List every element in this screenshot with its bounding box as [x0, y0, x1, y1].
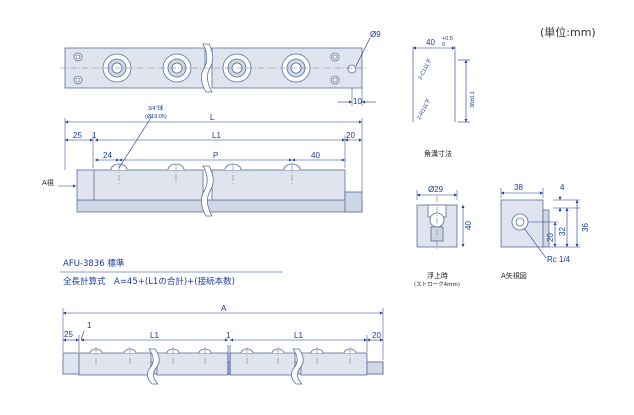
asm-L1b-label: L1 [294, 331, 303, 340]
dim-L1-label: L1 [212, 131, 221, 140]
float-caption-2: (ストローク4mm) [414, 281, 460, 288]
float-view: Ø29 40 浮上時 (ストローク4mm) [414, 185, 473, 288]
groove-40-label: 40 [426, 38, 435, 47]
model-label: AFU-3836 標準 [63, 258, 125, 269]
a-view-caption: A矢視図 [501, 271, 527, 280]
top-view: Ø9 10 [60, 30, 381, 106]
view-a-label: A視 [42, 178, 54, 187]
dim-25-label: 25 [73, 131, 82, 140]
ball-size-label: 3/4"球 [148, 104, 164, 112]
asm-1a-label: 1 [87, 321, 92, 330]
chamfer-top-label: 2-C1以下 [417, 57, 434, 81]
a-view-36-label: 36 [581, 223, 590, 232]
formula-text: 全長計算式 A=45+(L1の合計)+(接続本数) [63, 276, 235, 287]
front-view: 3/4"球 (Ø19.05) L 25 1 L1 20 24 P 40 A視 [42, 104, 363, 217]
asm-L1a-label: L1 [150, 331, 159, 340]
a-arrow-view: 38 4 20 32 36 Rc 1/4 A矢視図 [500, 183, 590, 280]
asm-20-label: 20 [372, 331, 381, 340]
a-view-4-label: 4 [560, 183, 565, 192]
dim-P-label: P [213, 151, 218, 160]
groove-38-label: 38±0.1 [470, 91, 476, 108]
dim-1-label: 1 [92, 131, 97, 140]
formula-block: AFU-3836 標準 全長計算式 A=45+(L1の合計)+(接続本数) [60, 258, 283, 287]
dim-A-label: A [221, 304, 227, 313]
dim-L-label: L [210, 113, 215, 122]
asm-25-label: 25 [64, 330, 73, 339]
asm-1b-label: 1 [226, 331, 231, 340]
chamfer-bot-label: 2-R1以下 [416, 97, 433, 121]
ball-dia-label: (Ø19.05) [145, 114, 167, 120]
float-dia29-label: Ø29 [428, 185, 444, 194]
dia-9-label: Ø9 [370, 30, 381, 39]
float-40-label: 40 [464, 221, 473, 230]
float-caption-1: 浮上時 [427, 271, 448, 280]
rc-port-label: Rc 1/4 [547, 255, 571, 264]
groove-tol-upper: +0.5 [442, 36, 453, 42]
dim-10-label: 10 [353, 97, 362, 106]
a-view-38-label: 38 [514, 183, 523, 192]
groove-section: 40 +0.5 0 2-C1以下 2-R1以下 38±0.1 角溝寸法 [412, 36, 476, 158]
unit-label: (単位:mm) [540, 25, 596, 39]
a-view-20-label: 20 [546, 233, 555, 242]
groove-tol-lower: 0 [442, 42, 445, 48]
dim-40-label: 40 [311, 151, 320, 160]
groove-caption: 角溝寸法 [424, 149, 452, 158]
assembly-view: A 25 1 L1 1 L1 20 [62, 304, 384, 385]
dim-20-label: 20 [346, 131, 355, 140]
dim-24-label: 24 [103, 151, 112, 160]
a-view-32-label: 32 [558, 227, 567, 236]
